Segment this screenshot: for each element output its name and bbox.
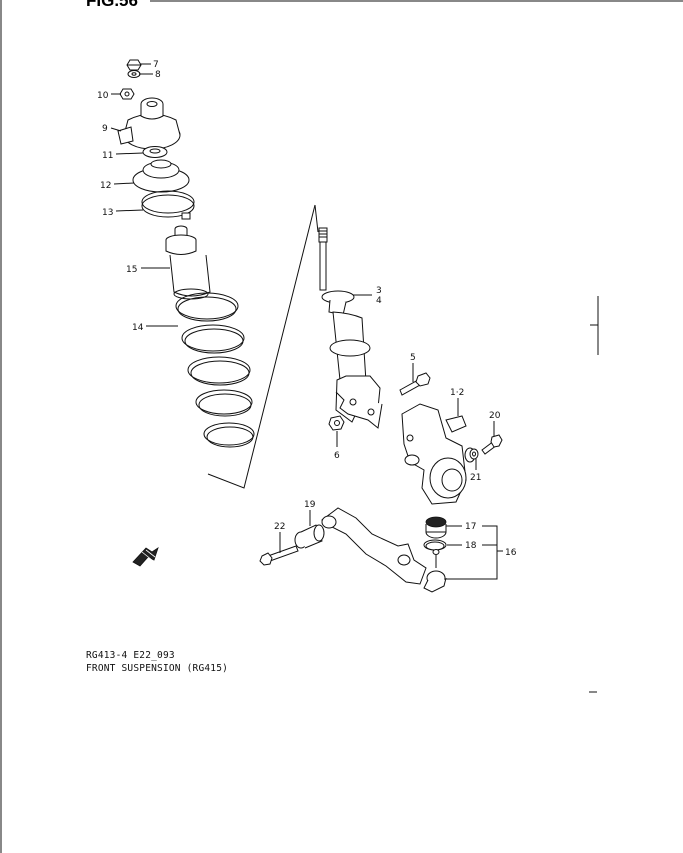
ball-joint bbox=[423, 549, 447, 593]
callout-1-2: 1·2 bbox=[450, 388, 464, 398]
dust-boot-17 bbox=[425, 516, 447, 539]
diagram-code: RG413-4 E22_093 bbox=[86, 650, 175, 661]
nut-10 bbox=[119, 88, 135, 100]
insulator-13 bbox=[141, 190, 195, 220]
callout-5: 5 bbox=[410, 353, 416, 363]
assembly-outline bbox=[207, 204, 316, 489]
callout-8: 8 bbox=[155, 70, 161, 80]
nut-7 bbox=[126, 59, 142, 71]
diagram-caption: FRONT SUSPENSION (RG415) bbox=[86, 663, 229, 674]
bearing-11 bbox=[142, 146, 168, 158]
leader-lines bbox=[110, 63, 503, 580]
front-direction-arrow-icon bbox=[132, 547, 159, 567]
callout-20: 20 bbox=[489, 411, 501, 421]
spring-seat-12 bbox=[132, 159, 190, 193]
shock-absorber-3-4 bbox=[318, 227, 383, 429]
coil-spring-14 bbox=[175, 292, 255, 448]
callout-17: 17 bbox=[465, 522, 476, 532]
steering-knuckle-1-2 bbox=[401, 403, 476, 505]
clip-18 bbox=[423, 539, 447, 551]
bump-stopper-15 bbox=[165, 225, 211, 300]
callout-9: 9 bbox=[102, 124, 108, 134]
callout-21: 21 bbox=[470, 473, 481, 483]
callout-7: 7 bbox=[153, 60, 159, 70]
callout-14: 14 bbox=[132, 323, 144, 333]
bolt-22 bbox=[259, 545, 299, 566]
washer-8 bbox=[127, 70, 141, 78]
bolt-5 bbox=[399, 372, 431, 396]
callout-3: 3 bbox=[376, 286, 382, 296]
nut-6 bbox=[328, 415, 345, 431]
callout-22: 22 bbox=[274, 522, 285, 532]
bolt-20 bbox=[481, 434, 503, 455]
callout-11: 11 bbox=[102, 151, 113, 161]
lower-arm-16 bbox=[321, 507, 427, 585]
strut-mount-9 bbox=[117, 97, 181, 150]
callout-4: 4 bbox=[376, 296, 382, 306]
callout-10: 10 bbox=[97, 91, 109, 101]
figure-title: FIG.56 bbox=[86, 0, 138, 10]
bushing-19 bbox=[294, 524, 325, 549]
callout-6: 6 bbox=[334, 451, 340, 461]
assembly-outline-top bbox=[314, 204, 319, 233]
callout-13: 13 bbox=[102, 208, 113, 218]
callout-19: 19 bbox=[304, 500, 316, 510]
callout-18: 18 bbox=[465, 541, 477, 551]
callout-15: 15 bbox=[126, 265, 137, 275]
callout-16: 16 bbox=[505, 548, 517, 558]
washer-21 bbox=[469, 448, 479, 460]
callout-12: 12 bbox=[100, 181, 111, 191]
